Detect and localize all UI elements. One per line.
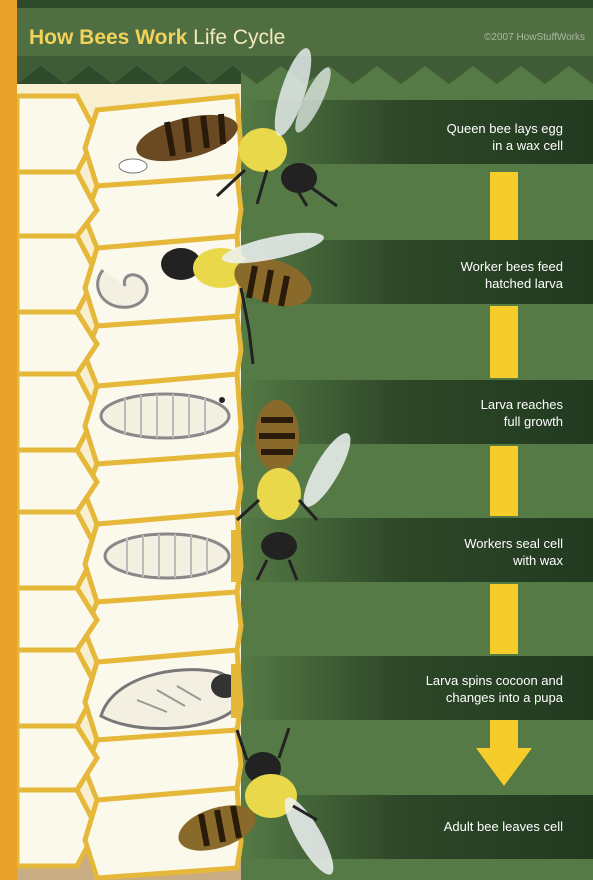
wax-seal [231,530,241,582]
full-grown-larva [101,394,229,438]
honeycomb-cells [17,96,241,878]
illustration [17,0,593,880]
worker-bee-3 [237,400,358,580]
infographic-frame: How Bees Work Life Cycle ©2007 HowStuffW… [17,0,593,880]
egg [119,159,147,173]
